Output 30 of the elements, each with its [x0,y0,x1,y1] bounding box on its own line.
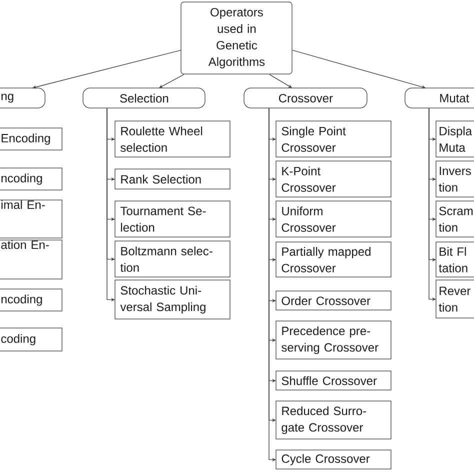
operator-box: Rank Selection [114,168,230,190]
operator-box: Reduced Surro- gate Crossover [276,400,392,440]
operator-box: Bit Fl tation [436,242,474,278]
operator-box: imal En- [0,200,62,238]
operator-box: Single Point Crossover [276,120,392,158]
operator-box: ation En- [0,240,62,280]
operator-box: Scram tion [436,200,474,238]
category-pill: Mutat [404,88,474,108]
operator-box: Roulette Wheel selection [114,120,230,158]
operator-box: Cycle Crossover [276,450,392,470]
operator-box: Partially mapped Crossover [276,242,392,278]
category-pill: ng [0,88,46,108]
operator-box: K-Point Crossover [276,160,392,198]
operator-box: ncoding [0,288,62,312]
operator-box: Boltzmann selec- tion [114,240,230,278]
title-box: Operators used in Genetic Algorithms [180,2,292,74]
operator-box: Encoding [0,128,62,150]
operator-box: Precedence pre- serving Crossover [276,320,392,360]
operator-box: Stochastic Uni- versal Sampling [114,280,230,320]
operator-box: ncoding [0,168,62,190]
operator-box: Order Crossover [276,290,392,310]
operator-box: Uniform Crossover [276,200,392,238]
operator-box: Tournament Se- lection [114,200,230,238]
operator-box: coding [0,328,62,352]
operator-box: Shuffle Crossover [276,370,392,390]
category-pill: Crossover [244,88,368,108]
operator-box: Invers tion [436,160,474,198]
operator-box: Displa Muta [436,120,474,158]
category-pill: Selection [82,88,206,108]
operator-box: Rever tion [436,280,474,318]
